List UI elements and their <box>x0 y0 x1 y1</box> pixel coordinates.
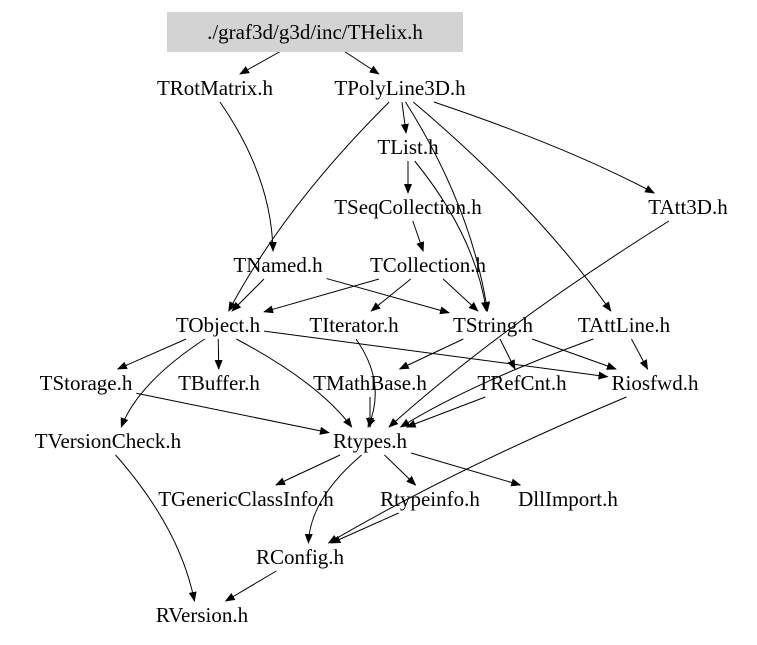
edge-TRotMatrix-to-TNamed <box>219 101 277 252</box>
edge-TObject-to-TBuffer <box>214 338 223 370</box>
node-TSeqCollection[interactable]: TSeqCollection.h <box>334 195 482 219</box>
edge-Rtypeinfo-to-RConfig <box>330 512 399 544</box>
edge-TString-to-Riosfwd <box>531 338 617 370</box>
node-RConfig[interactable]: RConfig.h <box>256 545 345 569</box>
node-TVersionCheck[interactable]: TVersionCheck.h <box>35 429 182 453</box>
node-TNamed[interactable]: TNamed.h <box>233 253 323 277</box>
edge-TAttLine-to-Rtypes <box>399 338 594 428</box>
edge-TNamed-to-TString <box>326 278 451 315</box>
edge-TString-to-TRefCnt <box>499 338 516 370</box>
edge-TPolyLine3D-to-TAttLine <box>412 101 612 312</box>
edge-TPolyLine3D-to-TString <box>405 101 491 312</box>
edge-Rtypes-to-DllImport <box>410 452 522 487</box>
node-THelix[interactable]: ./graf3d/g3d/inc/THelix.h <box>207 20 423 44</box>
node-Rtypeinfo[interactable]: Rtypeinfo.h <box>380 487 480 511</box>
edge-Rtypes-to-TGenericClassInfo <box>275 454 341 486</box>
edge-TObject-to-TVersionCheck <box>120 338 205 428</box>
edge-TAtt3D-to-Rtypes <box>388 220 670 428</box>
node-TAtt3D[interactable]: TAtt3D.h <box>648 195 728 219</box>
edge-TList-to-TString <box>414 160 489 312</box>
edge-RConfig-to-RVersion <box>224 570 277 602</box>
edge-TCollection-to-TString <box>442 278 479 312</box>
edge-TString-to-TMathBase <box>398 338 464 370</box>
root-node-box <box>167 12 463 52</box>
edge-TPolyLine3D-to-TAtt3D <box>433 101 655 194</box>
node-TObject[interactable]: TObject.h <box>176 313 261 337</box>
edge-TStorage-to-Rtypes <box>136 392 330 435</box>
node-RVersion[interactable]: RVersion.h <box>156 603 249 627</box>
node-TRotMatrix[interactable]: TRotMatrix.h <box>157 76 274 100</box>
edge-TSeqCollection-to-TCollection <box>412 220 425 252</box>
edge-TCollection-to-TObject <box>263 278 380 314</box>
edge-TCollection-to-TIterator <box>370 278 412 312</box>
edge-TObject-to-Rtypes <box>236 338 353 428</box>
edge-TVersionCheck-to-RVersion <box>115 454 197 602</box>
edge-Rtypes-to-RConfig <box>304 454 362 544</box>
node-TMathBase[interactable]: TMathBase.h <box>313 371 427 395</box>
edge-Rtypes-to-Rtypeinfo <box>384 454 417 486</box>
edge-TRefCnt-to-Rtypes <box>405 396 486 428</box>
node-TCollection[interactable]: TCollection.h <box>370 253 487 277</box>
node-Rtypes[interactable]: Rtypes.h <box>333 429 408 453</box>
edge-TObject-to-TStorage <box>116 338 187 370</box>
edge-TPolyLine3D-to-TObject <box>228 101 390 312</box>
edge-TPolyLine3D-to-TList <box>400 101 409 134</box>
edge-TNamed-to-TObject <box>231 278 265 312</box>
node-TGenericClassInfo[interactable]: TGenericClassInfo.h <box>158 487 334 511</box>
node-TList[interactable]: TList.h <box>377 135 439 159</box>
node-TIterator[interactable]: TIterator.h <box>309 313 399 337</box>
node-TAttLine[interactable]: TAttLine.h <box>578 313 671 337</box>
node-TString[interactable]: TString.h <box>453 313 533 337</box>
edge-TObject-to-Riosfwd <box>264 330 609 380</box>
node-TPolyLine3D[interactable]: TPolyLine3D.h <box>334 76 466 100</box>
node-TRefCnt[interactable]: TRefCnt.h <box>477 371 567 395</box>
edge-Riosfwd-to-RConfig <box>327 396 627 544</box>
node-TStorage[interactable]: TStorage.h <box>40 371 133 395</box>
node-TBuffer[interactable]: TBuffer.h <box>178 371 260 395</box>
node-Riosfwd[interactable]: Riosfwd.h <box>612 371 699 395</box>
edge-TAttLine-to-Riosfwd <box>631 338 648 370</box>
node-DllImport[interactable]: DllImport.h <box>518 487 618 511</box>
